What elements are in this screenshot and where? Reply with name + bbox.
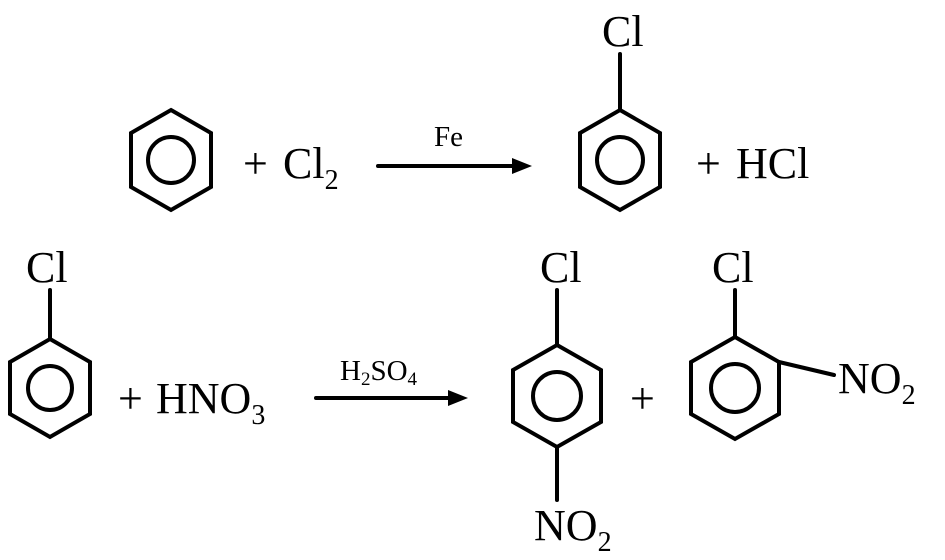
chlorobenzene-ring — [8, 336, 92, 440]
sulfuric-acid-catalyst-label: H2SO4 — [340, 355, 418, 390]
chloro-substituent-label: Cl — [602, 7, 644, 56]
plus-sign: + — [696, 139, 721, 188]
para-chloronitrobenzene-ring — [511, 342, 603, 450]
benzene-ring — [129, 107, 213, 213]
plus-sign: + — [118, 374, 143, 423]
hcl-byproduct: HCl — [736, 139, 809, 188]
chlorobenzene-ring — [578, 107, 662, 213]
c-n-bond — [777, 360, 836, 377]
catalyst-label: Fe — [434, 121, 463, 153]
reaction-arrow-1 — [376, 158, 532, 174]
chlorine-reagent: Cl2 — [283, 139, 339, 196]
reaction-arrow-2 — [314, 390, 468, 406]
ortho-chloronitrobenzene-ring — [689, 334, 781, 442]
nitro-group-label: NO2 — [534, 501, 612, 558]
chloro-substituent-label: Cl — [26, 243, 68, 292]
plus-sign: + — [243, 139, 268, 188]
chloro-substituent-label: Cl — [712, 243, 754, 292]
nitric-acid-reagent: HNO3 — [156, 374, 265, 431]
chloro-substituent-label: Cl — [540, 243, 582, 292]
nitro-group-label: NO2 — [838, 354, 916, 411]
plus-sign: + — [630, 374, 655, 423]
